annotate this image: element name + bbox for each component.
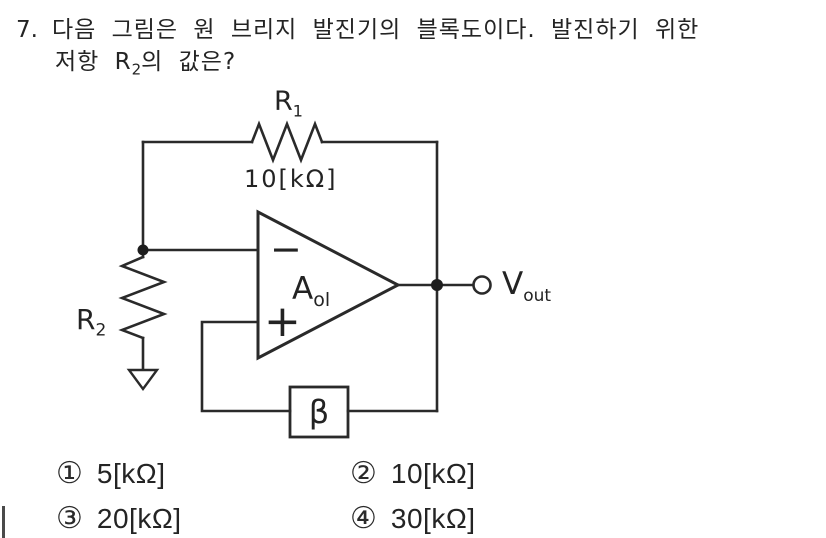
vout-terminal-circle (472, 275, 492, 295)
r2-label: R2 (76, 303, 107, 341)
question-line2: 저항 R2의 값은? (55, 42, 236, 79)
junction-dot-output (431, 279, 443, 291)
option-3-marker: ③ (56, 501, 83, 536)
option-4-marker: ④ (350, 501, 377, 536)
question-number: 7. (16, 17, 38, 43)
question-r2-subscript: 2 (131, 60, 142, 79)
scan-edge-mark (2, 506, 5, 538)
question-text-line2-suffix: 의 값은? (141, 49, 237, 75)
option-1-marker: ① (56, 456, 83, 491)
wire-noninverting-feedback (200, 320, 292, 413)
opamp-triangle (256, 209, 402, 361)
option-3: ③ 20[kΩ] (56, 504, 182, 534)
question-text-line1: 다음 그림은 원 브리지 발진기의 블록도이다. 발진하기 위한 (51, 17, 700, 43)
opamp-minus-sign: − (270, 227, 302, 271)
r1-subscript: 1 (292, 101, 303, 121)
resistor-r1-zigzag (250, 120, 324, 164)
option-2-label: 10[kΩ] (390, 458, 476, 489)
option-1: ① 5[kΩ] (56, 459, 165, 489)
r2-subscript: 2 (95, 320, 107, 341)
question-line1: 7. 다음 그림은 원 브리지 발진기의 블록도이다. 발진하기 위한 (16, 10, 806, 44)
resistor-r2-zigzag (118, 255, 168, 340)
beta-label: β (308, 393, 330, 431)
opamp-plus-sign: + (264, 296, 301, 347)
option-4-label: 30[kΩ] (390, 503, 476, 534)
option-4: ④ 30[kΩ] (350, 504, 476, 534)
option-3-label: 20[kΩ] (96, 503, 182, 534)
option-1-label: 5[kΩ] (96, 458, 166, 489)
option-2-marker: ② (350, 456, 377, 491)
ground-symbol (126, 368, 160, 392)
junction-dot-inverting (137, 244, 149, 256)
opamp-gain-label: Aol (292, 271, 331, 312)
question-text-line2-prefix: 저항 R (55, 49, 132, 75)
option-2: ② 10[kΩ] (350, 459, 476, 489)
vout-subscript: out (523, 286, 552, 307)
vout-label: Vout (502, 266, 552, 307)
r1-value-label: 10[kΩ] (244, 165, 338, 193)
opamp-gain-subscript: ol (313, 289, 331, 312)
r1-label: R1 (274, 86, 303, 121)
